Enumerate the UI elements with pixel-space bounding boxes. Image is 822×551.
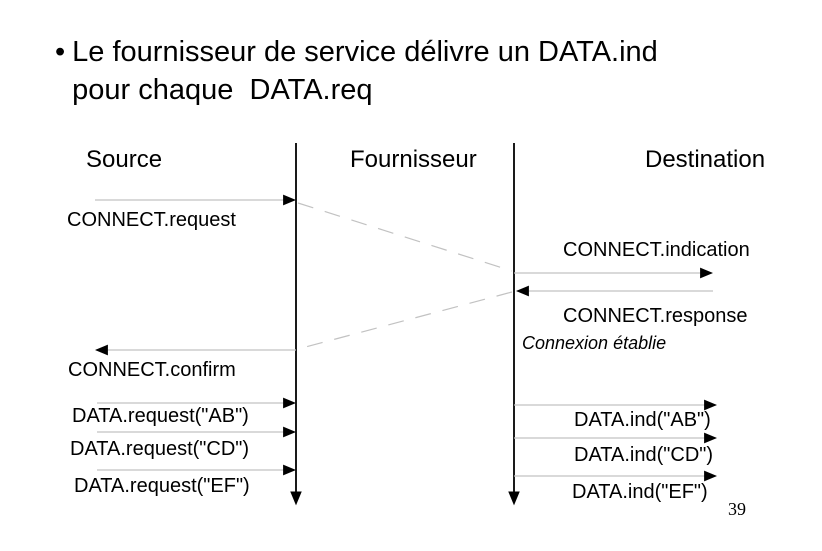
connect-response-label: CONNECT.response: [563, 305, 748, 327]
slide-title-line1: Le fournisseur de service délivre un DAT…: [72, 36, 658, 68]
slide-title-line2: pour chaque DATA.req: [72, 74, 373, 106]
bullet-icon: •: [55, 36, 66, 68]
connect-indication-label: CONNECT.indication: [563, 239, 750, 261]
data-request-cd-label: DATA.request("CD"): [70, 438, 250, 460]
data-ind-cd-label: DATA.ind("CD"): [574, 444, 714, 466]
confirm-propagation-dashed-line: [297, 291, 513, 350]
connect-request-label: CONNECT.request: [67, 209, 236, 231]
connect-propagation-dashed-line: [297, 202, 513, 272]
slide-title-text: Le fournisseur de service délivre un DAT…: [72, 33, 658, 109]
column-header-fournisseur: Fournisseur: [350, 146, 477, 173]
column-header-destination: Destination: [645, 146, 766, 173]
data-ind-ef-label: DATA.ind("EF"): [572, 481, 708, 503]
connect-confirm-label: CONNECT.confirm: [68, 359, 236, 381]
slide-title: • Le fournisseur de service délivre un D…: [55, 33, 658, 109]
column-header-source: Source: [86, 146, 163, 173]
data-ind-ab-label: DATA.ind("AB"): [574, 409, 711, 431]
data-request-ab-label: DATA.request("AB"): [72, 405, 249, 427]
connexion-etablie-label: Connexion établie: [522, 333, 667, 353]
page-number: 39: [728, 499, 746, 519]
data-request-ef-label: DATA.request("EF"): [74, 475, 250, 497]
